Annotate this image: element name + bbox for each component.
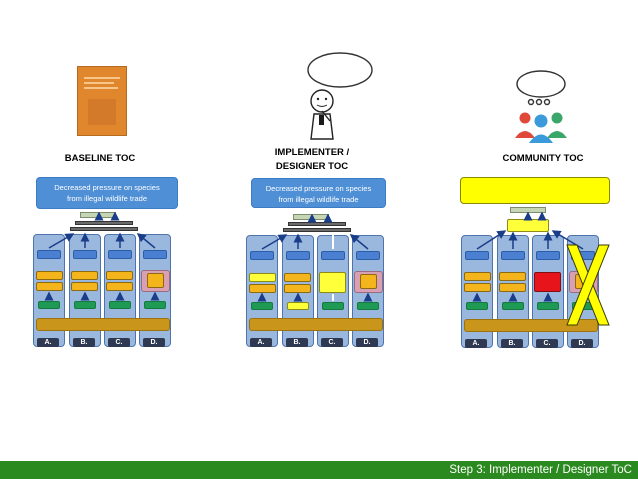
column-label-c: C. (108, 338, 130, 347)
column-label-b: B. (501, 339, 523, 348)
community-goal-box (460, 177, 610, 204)
footer-bar: Step 3: Implementer / Designer ToC (0, 461, 638, 479)
column-label-a: A. (465, 339, 487, 348)
community-toc-title: COMMUNITY TOC (502, 153, 584, 164)
column-label-a: A. (37, 338, 59, 347)
column-label-b: B. (286, 338, 308, 347)
footer-step-label: Step 3: Implementer / Designer ToC (449, 464, 632, 476)
community-people-icon (515, 70, 567, 143)
column-label-c: C. (321, 338, 343, 347)
baseline-toc-title: BASELINE TOC (64, 153, 136, 164)
implementer-goal-box: Decreased pressure on species from illeg… (251, 178, 386, 208)
implementer-toc-diagram: A. B. C. D. (246, 214, 389, 359)
column-label-b: B. (73, 338, 95, 347)
report-cover-icon (77, 66, 127, 136)
column-label-a: A. (250, 338, 272, 347)
column-label-d: D. (356, 338, 378, 347)
cross-out-mark-icon (566, 244, 610, 326)
column-label-d: D. (571, 339, 593, 348)
thinking-person-icon (310, 89, 334, 140)
baseline-goal-box: Decreased pressure on species from illeg… (36, 177, 178, 209)
community-toc-diagram: A. B. C. D. (461, 205, 611, 355)
column-label-c: C. (536, 339, 558, 348)
implementer-toc-title: IMPLEMENTER / DESIGNER TOC (274, 147, 350, 172)
baseline-toc-diagram: A. B. C. D. (33, 212, 176, 357)
column-label-d: D. (143, 338, 165, 347)
